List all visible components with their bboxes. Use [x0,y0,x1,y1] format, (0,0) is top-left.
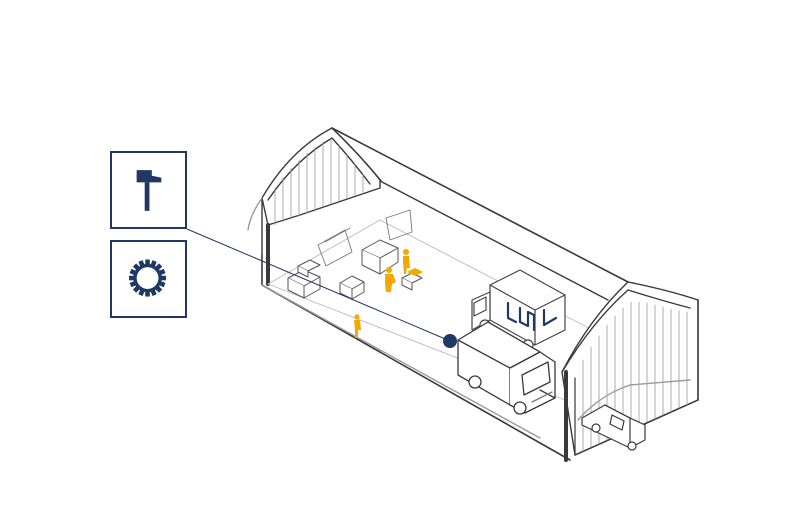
back-wall [261,127,381,226]
gear-tooth [160,275,167,281]
leaning-panels [317,209,413,267]
van [581,404,646,451]
hammer-icon [136,170,162,211]
box-truck-front [457,321,556,415]
worker [354,314,361,338]
truck-logo-rear [506,301,558,332]
side-wall [261,223,571,461]
gear-tooth [145,259,150,266]
carried-box [407,268,423,276]
gear-tooth [145,290,150,297]
connector-dot [443,334,457,348]
gear-panel[interactable] [110,240,187,318]
crates [287,239,423,300]
connector [186,228,457,348]
gear-tooth [129,275,135,281]
worker [403,249,410,274]
workers [354,249,423,338]
worker [385,267,396,292]
box-truck-rear [471,269,566,351]
gear-icon [129,259,167,297]
tools-panel[interactable] [110,151,187,229]
